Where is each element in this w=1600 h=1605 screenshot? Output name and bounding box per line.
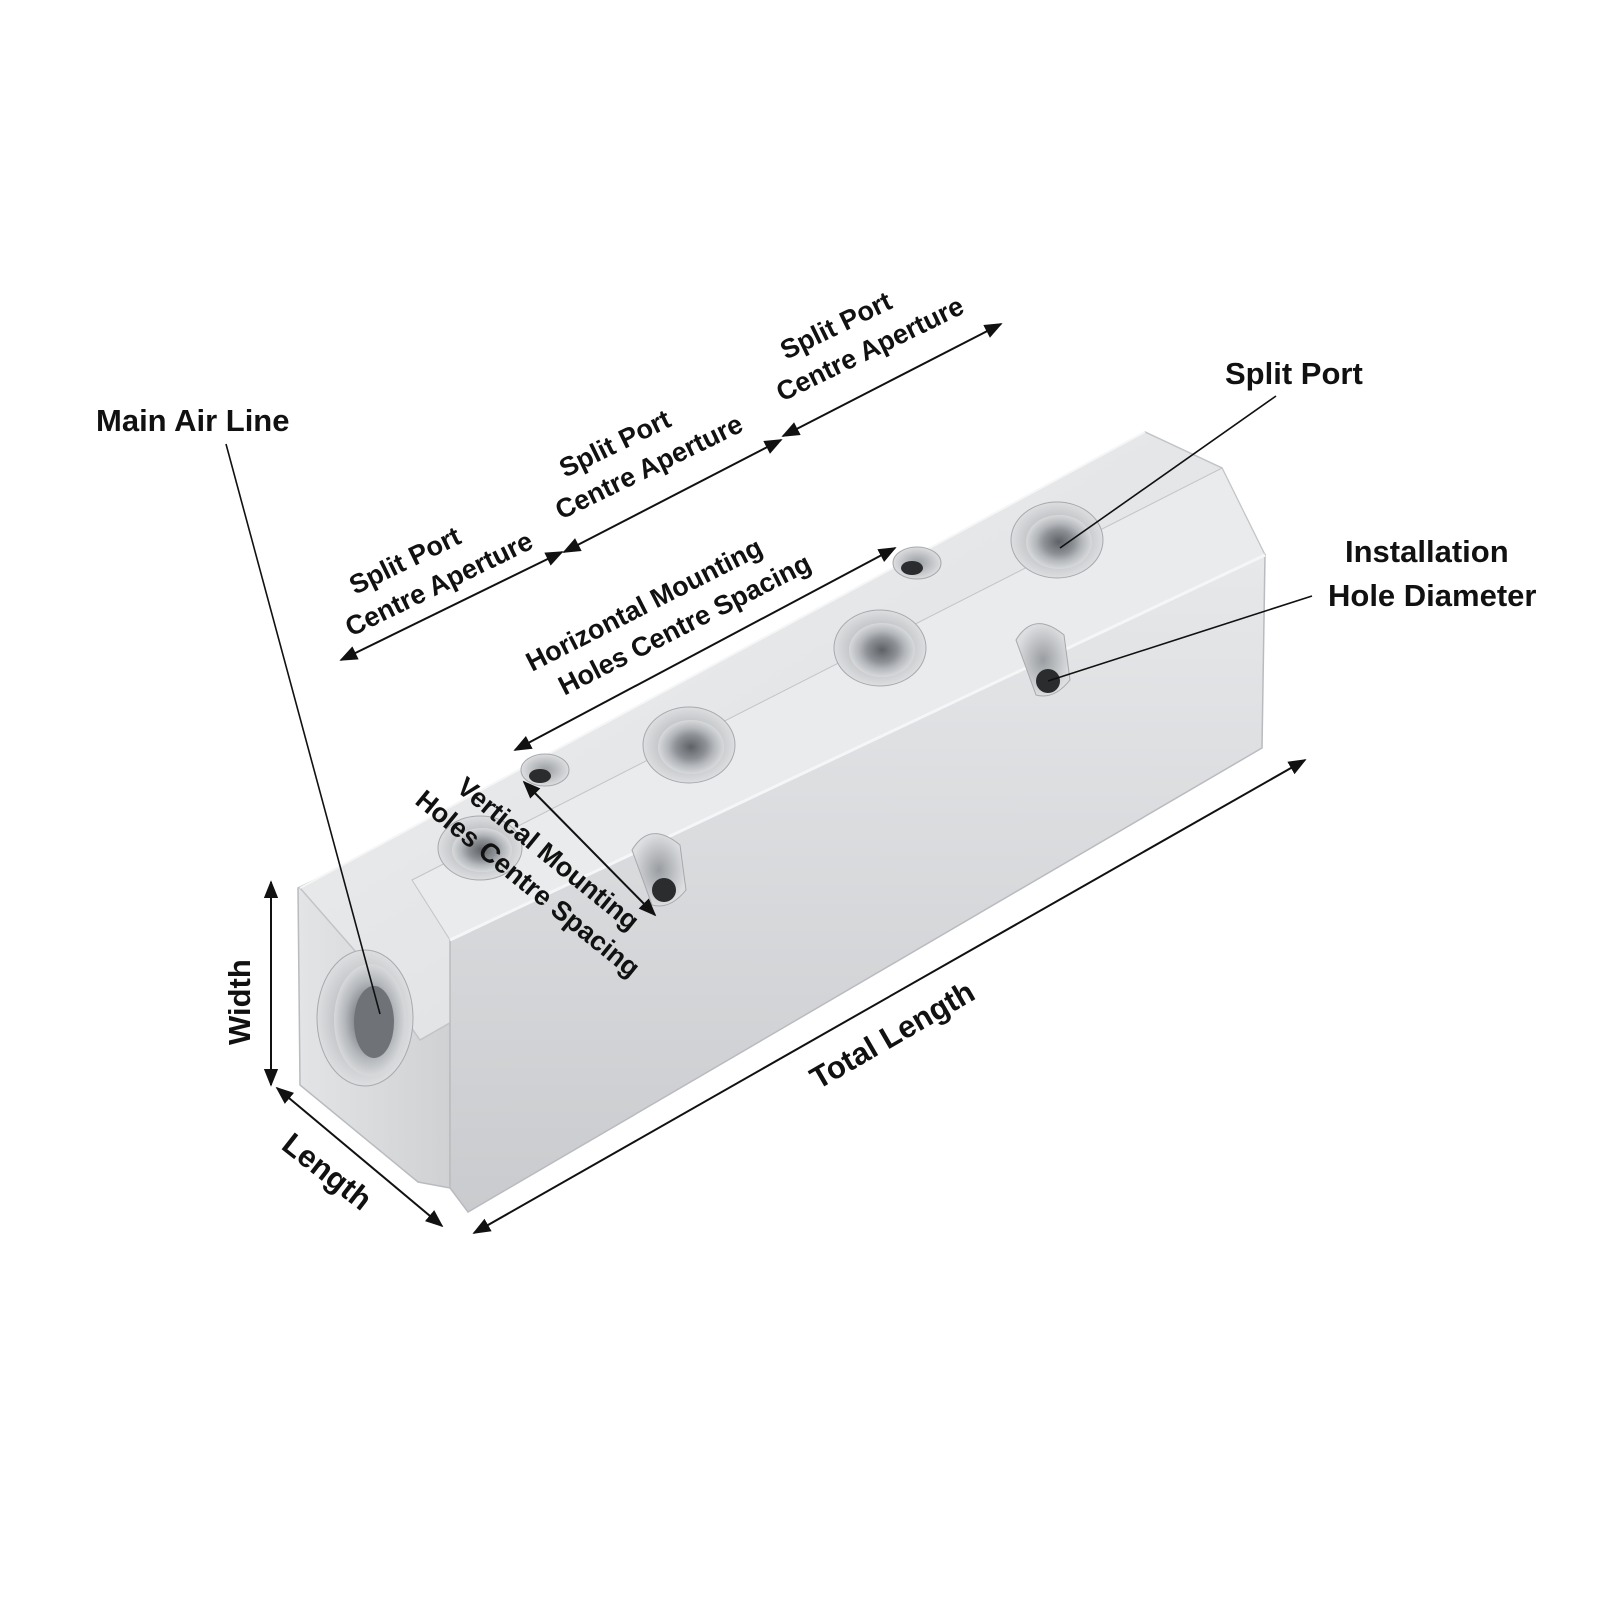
installation-hole-label-line2: Hole Diameter <box>1328 578 1536 613</box>
total-length-arrow <box>472 759 1307 1234</box>
split-port-leader <box>1059 395 1277 549</box>
length-arrow <box>275 1086 444 1228</box>
width-label-group: Width <box>222 959 257 1045</box>
width-label: Width <box>222 959 257 1045</box>
mounting-hole-2 <box>892 546 942 580</box>
split-port-centre-label-1: Split Port Centre Aperture <box>340 521 537 643</box>
installation-hole-label-line1: Installation <box>1345 534 1509 569</box>
split-port-4 <box>1010 501 1104 579</box>
horizontal-mounting-arrow <box>513 547 897 751</box>
mounting-hole-1 <box>520 753 570 787</box>
main-air-line-port <box>316 949 414 1087</box>
split-port-centre-arrow-3 <box>781 323 1003 437</box>
split-port-centre-label-2: Split Port Centre Aperture <box>550 404 747 526</box>
split-port-3 <box>833 609 927 687</box>
split-port-centre-arrow-2 <box>562 439 783 553</box>
split-port-2 <box>642 706 736 784</box>
installation-hole-leader <box>1047 595 1313 682</box>
length-label-group: Length <box>276 1126 379 1217</box>
main-air-line-label: Main Air Line <box>96 403 289 438</box>
main-air-line-leader <box>225 443 381 1015</box>
length-label: Length <box>276 1126 379 1217</box>
split-port-centre-label-3: Split Port Centre Aperture <box>771 286 968 408</box>
split-port-label: Split Port <box>1225 356 1363 391</box>
